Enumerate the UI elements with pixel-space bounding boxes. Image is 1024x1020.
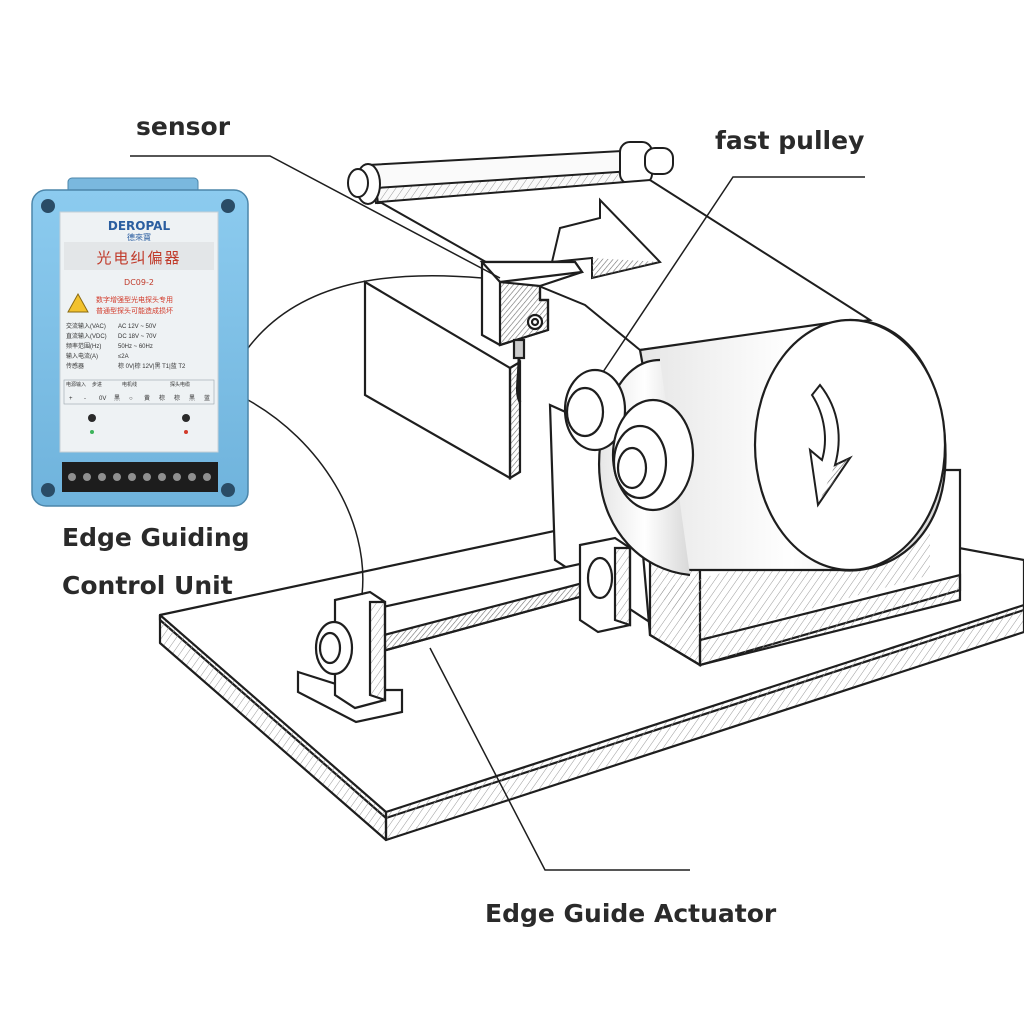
spec-label: 输入电流(A) — [66, 352, 98, 360]
spec-label: 传感器 — [66, 362, 84, 370]
spec-value: 棕 0V|棕 12V|黑 T1|蓝 T2 — [118, 362, 186, 370]
terminal-cell: 棕 — [159, 394, 165, 402]
terminal-cell: + — [69, 396, 73, 402]
terminal-header: 电源输入 — [66, 381, 86, 388]
warning-icon — [67, 292, 89, 313]
terminal-screws — [68, 473, 211, 481]
material-web — [376, 178, 873, 352]
spec-value: 50Hz ~ 60Hz — [118, 344, 153, 350]
terminal-cell: 黑 — [189, 395, 195, 402]
controller-brand: DEROPAL — [108, 219, 171, 233]
spec-value: DC 18V ~ 70V — [118, 334, 157, 340]
control-unit: DEROPAL 德來寶 光电纠偏器 DC09-2 数字增强型光电探头专用 普通型… — [31, 177, 249, 507]
terminal-cell: ○ — [129, 396, 133, 402]
led-indicator-icon — [88, 414, 96, 422]
control-cable-upper — [247, 274, 483, 349]
terminal-cell: 棕 — [174, 394, 180, 402]
terminal-header: 电机线 — [122, 381, 137, 388]
label-sensor: sensor — [136, 112, 231, 141]
controller-title: 光电纠偏器 — [96, 249, 181, 267]
terminal-header: 探头电缆 — [170, 381, 190, 388]
led-indicator-icon — [182, 414, 190, 422]
actuator — [296, 536, 632, 724]
terminal-header: 步进 — [92, 381, 102, 388]
label-control-unit-line2: Control Unit — [62, 571, 233, 600]
label-actuator: Edge Guide Actuator — [485, 899, 777, 928]
screw-icon — [221, 483, 235, 497]
spec-table: 交流输入(VAC) AC 12V ~ 50V 直流输入(VDC) DC 18V ~ 7… — [66, 322, 186, 370]
screw-icon — [221, 199, 235, 213]
label-control-unit-line1: Edge Guiding — [62, 523, 250, 552]
control-cable-lower — [247, 399, 364, 596]
terminal-table-frame — [63, 379, 215, 405]
spec-label: 直流输入(VDC) — [66, 332, 107, 340]
spec-value: ≤2A — [118, 354, 129, 360]
terminal-cell: 蓝 — [204, 394, 210, 402]
actuator-leader — [429, 647, 690, 871]
sensor-leader — [130, 155, 501, 279]
spec-label: 交流输入(VAC) — [66, 322, 106, 330]
controller-brand-cn: 德來寶 — [127, 232, 151, 242]
spec-value: AC 12V ~ 50V — [118, 324, 156, 330]
feed-roller — [347, 141, 674, 205]
screw-icon — [41, 483, 55, 497]
screw-icon — [41, 199, 55, 213]
warning-line-1: 数字增强型光电探头专用 — [96, 295, 173, 304]
controller-model: DC09-2 — [124, 278, 154, 287]
terminal-cell: - — [84, 396, 86, 402]
warning-line-2: 普通型探头可能造成损坏 — [96, 306, 173, 315]
terminal-cell: 0V — [99, 396, 106, 402]
terminal-cell: 黄 — [144, 394, 150, 402]
spec-label: 频率范围(Hz) — [66, 342, 101, 350]
terminal-cell: 黑 — [114, 395, 120, 402]
fast-pulley-leader — [602, 176, 865, 373]
terminal-table: 电源输入步进 电机线 探头电缆 + - 0V 黑 ○ 黄 棕 棕 黑 蓝 — [63, 379, 215, 405]
fast-pulley — [563, 368, 695, 512]
sensor-head — [479, 260, 584, 403]
label-fast-pulley: fast pulley — [715, 126, 864, 155]
leader-lines — [130, 155, 865, 871]
